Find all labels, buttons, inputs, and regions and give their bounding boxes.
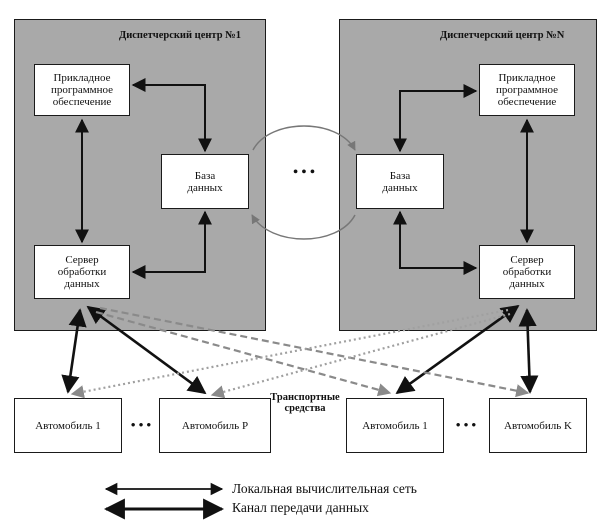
app-software-line-3: обеспечение [497, 96, 557, 108]
db-sync-top [252, 125, 356, 151]
dispatch-center-n-title: Диспетчерский центр №N [440, 30, 565, 41]
vehicle-k: Автомобиль K [489, 398, 587, 453]
dashed-server1-vehicle1-right [95, 310, 392, 397]
server-line-3: данных [509, 278, 545, 290]
server-line-1: Сервер [65, 254, 99, 266]
channel-serverN-vehicle1 [395, 304, 520, 395]
dispatch-center-1-title: Диспетчерский центр №1 [119, 30, 241, 41]
legend-local-network-label: Локальная вычислительная сеть [232, 481, 417, 496]
database-line-1: База [194, 169, 216, 182]
lan-app-db-n [393, 84, 478, 153]
server-box-1: Сервер обработки данных [34, 245, 130, 299]
server-line-3: данных [64, 278, 100, 290]
app-software-line-3: обеспечение [52, 96, 112, 108]
lan-app-db-1 [131, 78, 212, 153]
database-line-2: данных [187, 181, 223, 194]
app-software-line-1: Прикладное [53, 72, 111, 84]
vehicle-p: Автомобиль P [159, 398, 271, 453]
vehicles-label-line-2: средства [284, 403, 326, 414]
vehicles-label-line-1: Транспортные [270, 392, 340, 403]
server-line-2: обработки [57, 266, 107, 278]
app-software-line-2: программное [495, 84, 559, 96]
app-software-box-1: Прикладное программное обеспечение [34, 64, 130, 116]
vehicles-label: Транспортные средства [262, 392, 348, 414]
app-software-box-n: Прикладное программное обеспечение [479, 64, 575, 116]
database-box-n: База данных [356, 154, 444, 209]
server-line-1: Сервер [510, 254, 544, 266]
database-box-1: База данных [161, 154, 249, 209]
dotted-serverN-vehicle1-left [70, 308, 509, 399]
lan-server-db-n [393, 210, 478, 275]
channel-server1-vehicleP [86, 305, 207, 395]
lan-server-db-1 [131, 210, 212, 279]
centers-ellipsis: • • • [293, 165, 315, 180]
app-software-line-1: Прикладное [498, 72, 556, 84]
dotted-serverN-vehicleP [210, 312, 511, 399]
server-line-2: обработки [502, 266, 552, 278]
vehicles-ellipsis-left: • • • [130, 417, 152, 432]
database-line-2: данных [382, 181, 418, 194]
channel-serverN-vehicleK [518, 308, 539, 394]
database-line-1: База [389, 169, 411, 182]
server-box-n: Сервер обработки данных [479, 245, 575, 299]
legend-data-channel-label: Канал передачи данных [232, 500, 369, 515]
channel-server1-vehicle1 [61, 308, 87, 394]
vehicle-1-left: Автомобиль 1 [14, 398, 122, 453]
db-sync-bottom [251, 214, 356, 240]
vehicles-ellipsis-right: • • • [455, 417, 477, 432]
app-software-line-2: программное [50, 84, 114, 96]
vehicle-1-right: Автомобиль 1 [346, 398, 444, 453]
dashed-server1-vehicleK [99, 306, 530, 398]
